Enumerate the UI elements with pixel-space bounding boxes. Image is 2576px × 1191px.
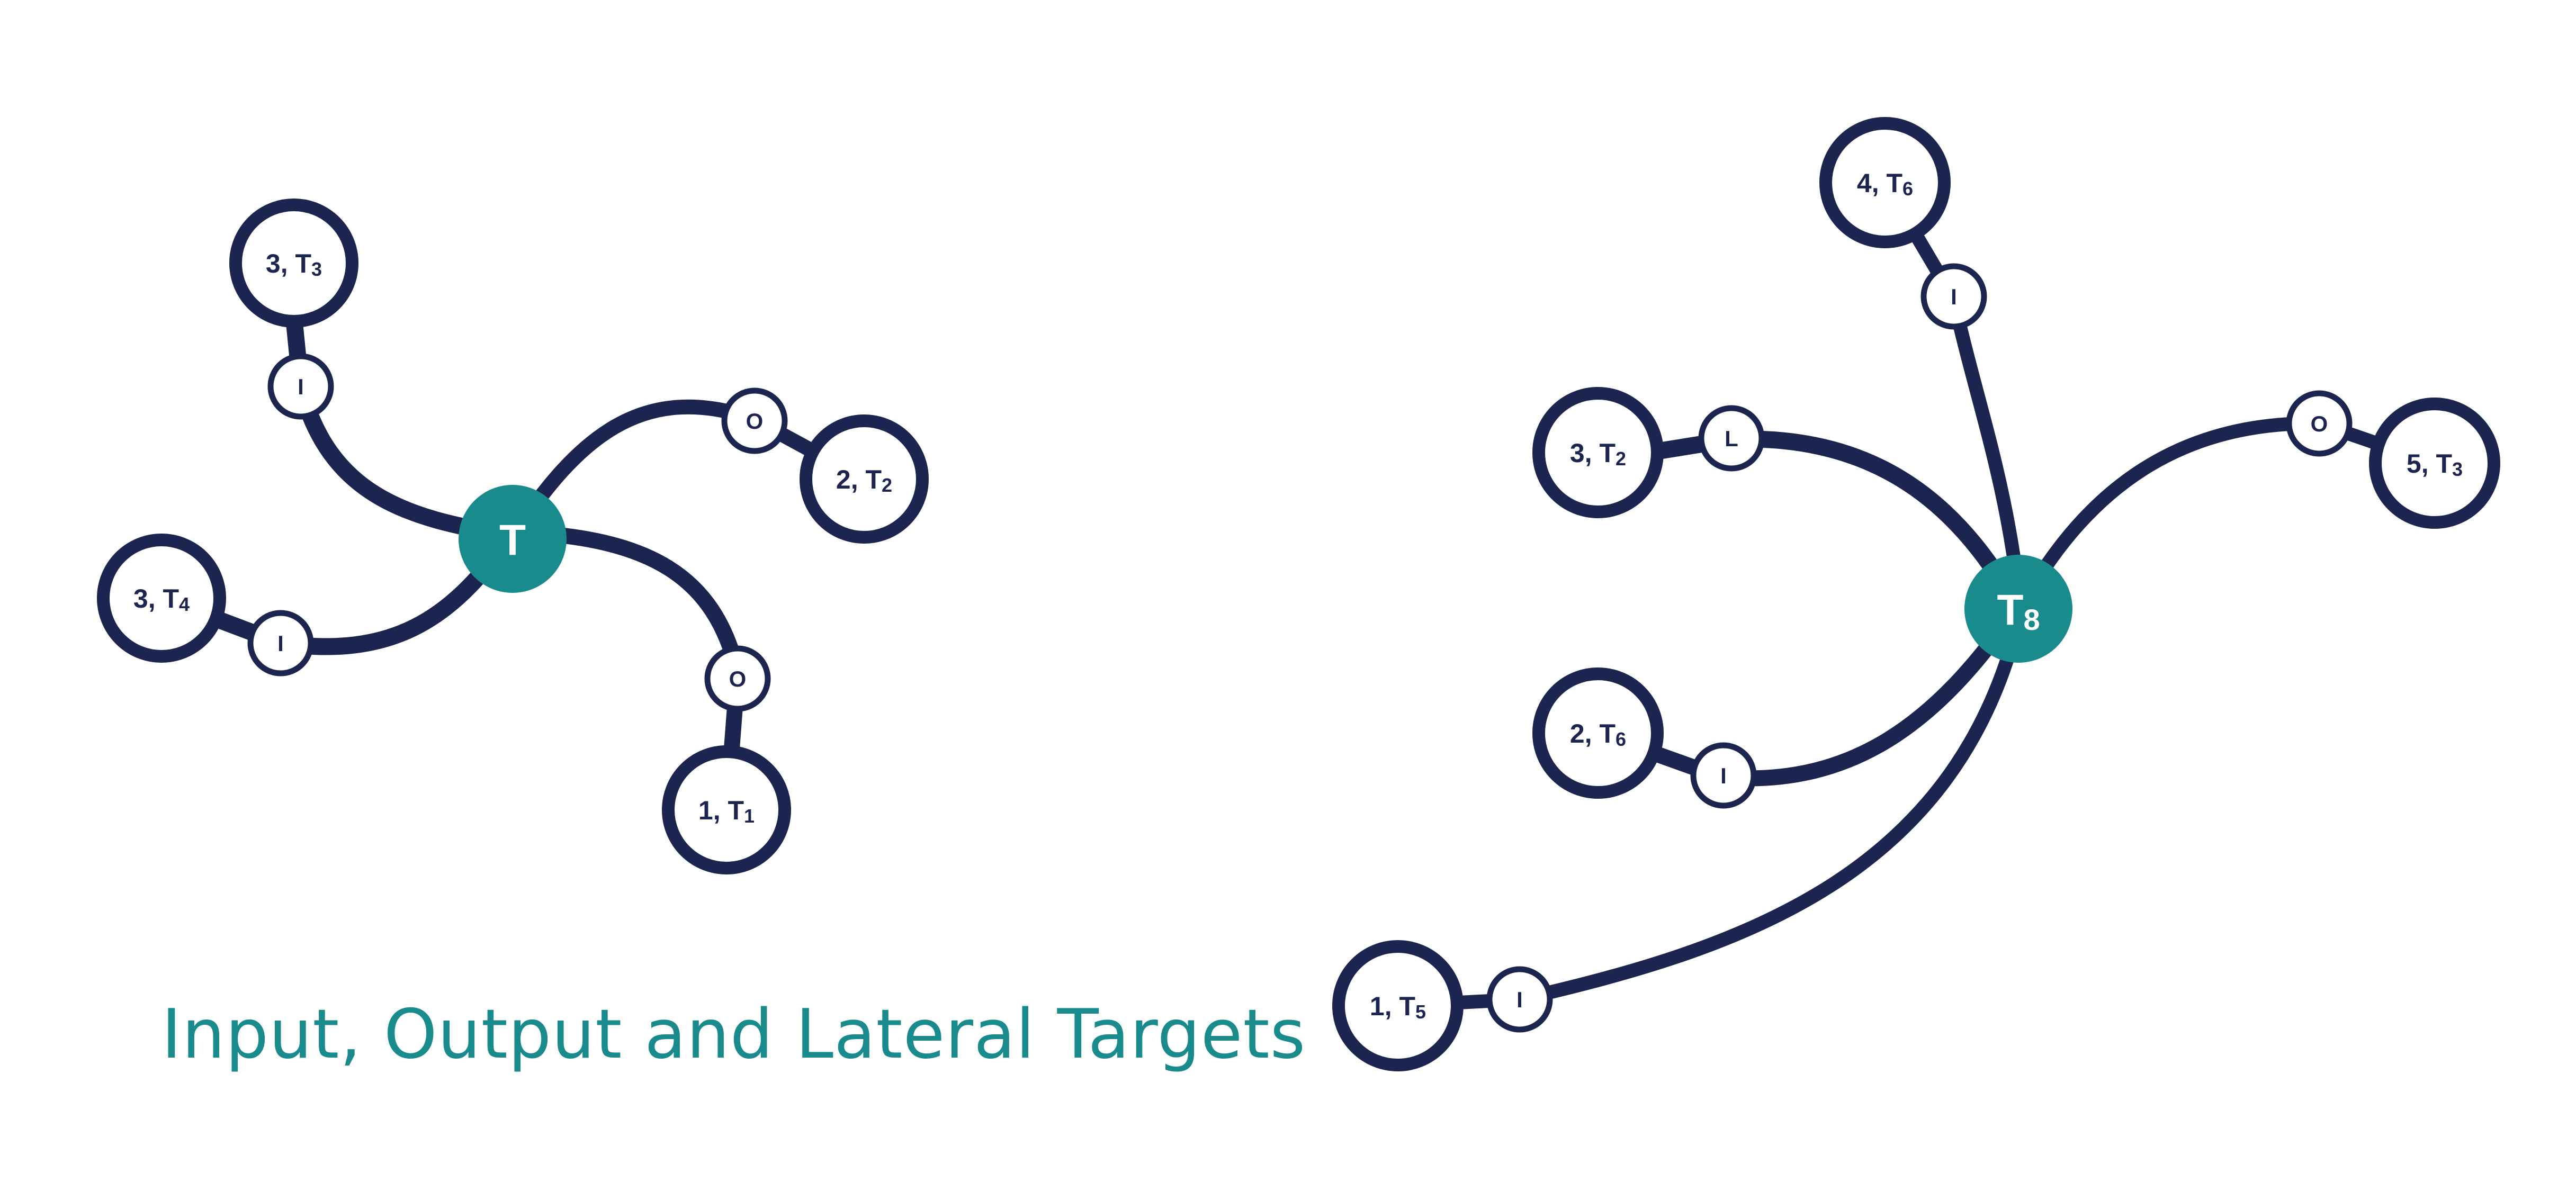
badge-label: O — [729, 666, 747, 691]
node-label: 3, T — [266, 249, 311, 278]
edge-hub-to-node-1-t1 — [508, 524, 746, 826]
hub-label: T — [1997, 586, 2023, 634]
svg-text:2, T2: 2, T2 — [836, 465, 892, 496]
badge-label: I — [298, 374, 304, 399]
badge-label: I — [1516, 987, 1523, 1012]
hub-t: T — [459, 485, 567, 593]
graph-left: 3, T3 2, T2 3, T4 1, T1 I — [97, 198, 929, 874]
badge-input: I — [1486, 966, 1553, 1033]
node-label-subscript: 4 — [179, 593, 190, 615]
node-label: 5, T — [2407, 449, 2452, 479]
badge-input: I — [267, 353, 334, 420]
svg-text:3, T3: 3, T3 — [266, 249, 322, 280]
node-label: 2, T — [836, 465, 882, 494]
edge-hub-to-node-5-t3 — [2013, 416, 2442, 616]
hub-label-subscript: 8 — [2023, 603, 2040, 636]
node-label-subscript: 1 — [744, 805, 755, 827]
node-label: 2, T — [1570, 719, 1615, 748]
edge-hub-to-node-1-t5 — [1391, 607, 2027, 1013]
badge-label: O — [746, 409, 764, 434]
node-1-t5: 1, T5 — [1332, 940, 1464, 1071]
badge-input: I — [247, 610, 314, 676]
node-label-subscript: 2 — [1615, 448, 1626, 470]
edge-hub-to-node-2-t6 — [1590, 606, 2020, 787]
node-label-subscript: 6 — [1902, 178, 1913, 200]
badge-output: O — [721, 387, 788, 454]
edge-hub-to-node-3-t2 — [1591, 430, 2026, 617]
badge-lateral: L — [1698, 405, 1765, 472]
node-label-subscript: 5 — [1415, 1001, 1426, 1023]
badge-input: I — [1690, 742, 1757, 809]
node-label: 4, T — [1857, 168, 1902, 198]
svg-text:T: T — [499, 516, 526, 564]
node-label-subscript: 3 — [311, 258, 322, 280]
node-label: 3, T — [1570, 438, 1615, 468]
node-4-t6: 4, T6 — [1819, 117, 1951, 248]
node-label: 3, T — [133, 584, 179, 613]
node-3-t4: 3, T4 — [97, 534, 226, 663]
badge-label: I — [1951, 284, 1957, 309]
badge-label: I — [1720, 763, 1727, 788]
svg-text:1, T1: 1, T1 — [698, 796, 755, 827]
diagram-caption: Input, Output and Lateral Targets — [161, 995, 1306, 1074]
node-5-t3: 5, T3 — [2369, 398, 2500, 529]
hub-t8: T8 — [1964, 555, 2072, 663]
node-label: 1, T — [1370, 991, 1415, 1021]
node-3-t3: 3, T3 — [229, 198, 358, 328]
hub-label: T — [499, 516, 526, 564]
badge-label: O — [2311, 411, 2328, 436]
svg-text:4, T6: 4, T6 — [1857, 168, 1913, 200]
graph-right: 4, T6 3, T2 5, T3 2, T6 1, T5 — [1332, 117, 2500, 1071]
badge-label: L — [1725, 426, 1738, 451]
badge-output: O — [2286, 390, 2353, 457]
node-label-subscript: 3 — [2452, 458, 2463, 480]
node-3-t2: 3, T2 — [1532, 387, 1664, 518]
svg-text:T8: T8 — [1997, 586, 2040, 636]
node-label-subscript: 6 — [1615, 728, 1626, 750]
node-2-t2: 2, T2 — [800, 414, 929, 544]
node-2-t6: 2, T6 — [1532, 667, 1664, 799]
badge-output: O — [704, 645, 771, 712]
node-1-t1: 1, T1 — [662, 745, 791, 874]
edge-hub-to-node-4-t6 — [1878, 176, 2027, 613]
svg-text:3, T2: 3, T2 — [1570, 438, 1626, 470]
svg-text:2, T6: 2, T6 — [1570, 719, 1626, 750]
badge-label: I — [277, 631, 284, 656]
svg-text:1, T5: 1, T5 — [1370, 991, 1426, 1023]
svg-text:5, T3: 5, T3 — [2407, 449, 2463, 480]
node-label: 1, T — [698, 796, 744, 825]
node-label-subscript: 2 — [882, 474, 892, 496]
svg-text:3, T4: 3, T4 — [133, 584, 190, 615]
badge-input: I — [1920, 263, 1987, 330]
